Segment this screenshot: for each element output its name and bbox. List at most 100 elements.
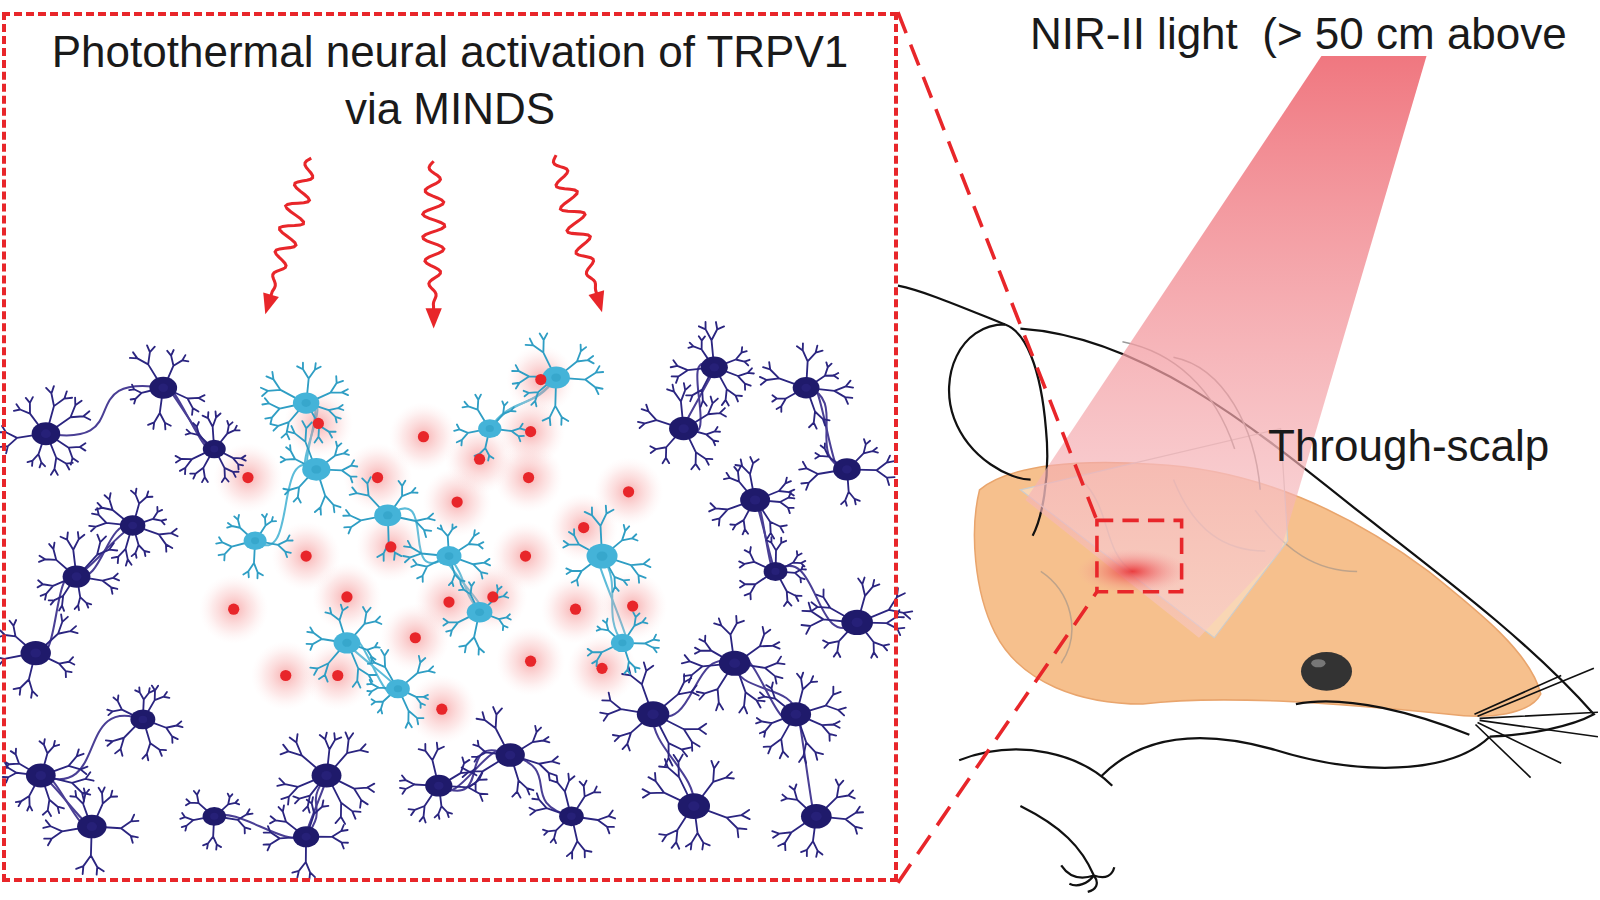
nucleus: [618, 639, 626, 646]
neuron: [443, 582, 510, 654]
nanoparticle: [596, 663, 607, 674]
nanoparticle: [436, 704, 447, 715]
neuron: [307, 605, 382, 688]
nanoparticle: [228, 604, 239, 615]
dendrite: [89, 489, 177, 566]
nucleus: [791, 710, 802, 719]
dendrite: [739, 537, 806, 606]
soma: [425, 775, 452, 797]
zoom-panel: Photothermal neural activation of TRPV1 …: [2, 12, 898, 882]
neuron: [0, 614, 78, 697]
dendrite: [760, 343, 853, 428]
focus-glow: [1077, 549, 1189, 594]
nucleus: [210, 446, 218, 453]
nucleus: [311, 465, 321, 473]
nucleus: [251, 537, 259, 544]
soma: [374, 504, 401, 526]
zoom-line: [898, 12, 1097, 882]
whiskers: [1474, 668, 1597, 777]
nucleus: [842, 465, 852, 473]
axon-group: [36, 363, 857, 838]
soma: [436, 546, 461, 566]
nanoparticle: [474, 454, 485, 465]
nucleus: [567, 813, 576, 820]
neuron: [43, 787, 138, 874]
nanoparticle: [523, 472, 534, 483]
dendrite: [3, 739, 94, 816]
soma: [312, 764, 342, 788]
nucleus: [710, 363, 720, 371]
soma: [833, 458, 861, 480]
mouse-illustration: [898, 12, 1598, 892]
arrowhead: [263, 292, 279, 314]
nucleus: [41, 429, 51, 438]
dendrite: [643, 755, 750, 850]
dendrite: [462, 707, 560, 798]
dendrite: [682, 616, 785, 713]
region-label: Through-scalp: [1268, 420, 1549, 473]
nucleus: [729, 659, 740, 668]
dendrite: [106, 686, 183, 761]
neuron: [529, 774, 615, 859]
nanoparticle-group: [228, 374, 638, 715]
dendrite: [400, 743, 488, 823]
neuron: [799, 439, 894, 506]
soma: [302, 458, 330, 481]
soma: [781, 702, 811, 726]
nanoparticle: [410, 632, 421, 643]
soma: [542, 367, 570, 389]
dendrite: [512, 333, 603, 425]
dendrite: [281, 421, 358, 514]
neuron: [89, 489, 177, 566]
heat-glow: [496, 627, 565, 696]
nanoparticle: [385, 541, 396, 552]
heat-glow: [199, 574, 268, 643]
nucleus: [750, 496, 760, 505]
nanoparticle: [578, 522, 589, 533]
neuron: [638, 383, 726, 469]
neuron: [38, 532, 120, 611]
soma: [496, 743, 525, 766]
nucleus: [486, 425, 494, 432]
soma: [21, 641, 51, 665]
dendrite: [0, 386, 90, 475]
heat-glow: [445, 424, 514, 493]
zoom-square: [1097, 520, 1182, 591]
nucleus: [505, 751, 515, 760]
nucleus: [852, 618, 863, 627]
soma: [587, 544, 618, 569]
dendrite: [799, 439, 894, 506]
soma: [244, 532, 267, 550]
soma: [149, 377, 177, 399]
soma: [63, 565, 91, 587]
nanoparticle: [525, 656, 536, 667]
dendrite: [588, 612, 659, 674]
dendrite: [756, 673, 846, 763]
nucleus: [128, 522, 137, 530]
light-wave: [423, 161, 445, 316]
soma: [669, 417, 698, 440]
neuron: [760, 343, 853, 428]
soma: [293, 392, 319, 413]
dendrite: [129, 345, 204, 429]
neuron: [772, 779, 863, 856]
soma: [841, 610, 873, 635]
dendrite: [180, 790, 252, 849]
nucleus: [679, 424, 689, 433]
back-line: [898, 286, 1005, 325]
light-source-label: NIR-II light (> 50 cm above: [1030, 8, 1567, 61]
neuron-network: [0, 322, 912, 879]
nucleus: [771, 568, 779, 575]
nanoparticle: [332, 670, 343, 681]
neuron: [588, 612, 659, 674]
soma: [334, 632, 361, 653]
neuron: [403, 524, 490, 586]
soma: [203, 440, 226, 458]
nucleus: [597, 551, 608, 560]
soma: [203, 807, 226, 826]
nucleus: [342, 639, 351, 647]
light-wave: [269, 158, 313, 302]
nucleus: [801, 384, 810, 392]
soma: [467, 602, 493, 623]
soma: [26, 764, 56, 788]
